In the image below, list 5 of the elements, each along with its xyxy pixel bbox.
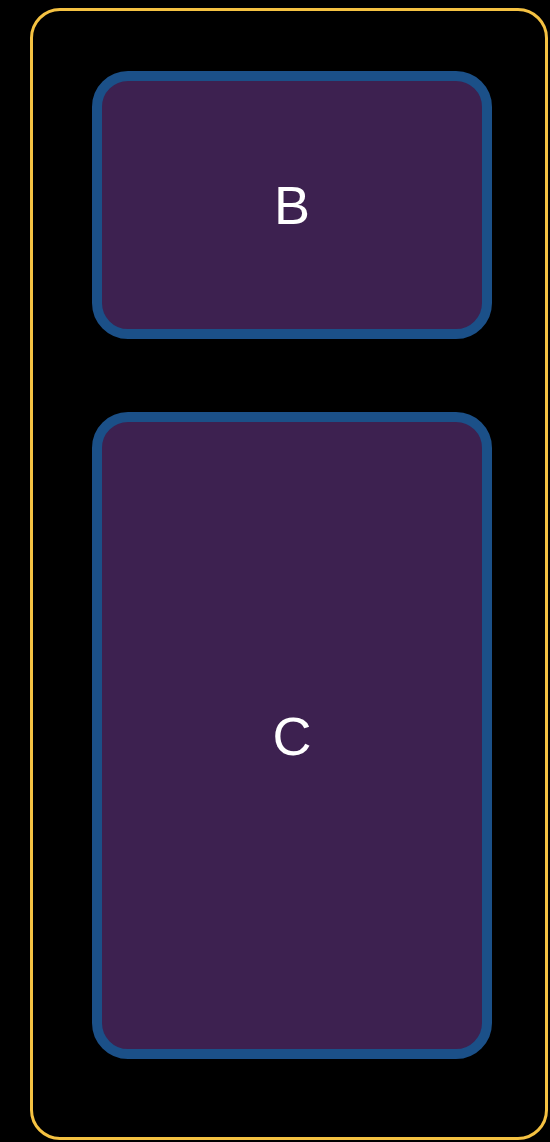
process-box xyxy=(92,412,492,1059)
frame-box xyxy=(30,8,548,1140)
box-label: C xyxy=(272,704,312,767)
process-box xyxy=(92,71,492,339)
box-label: B xyxy=(274,174,310,236)
